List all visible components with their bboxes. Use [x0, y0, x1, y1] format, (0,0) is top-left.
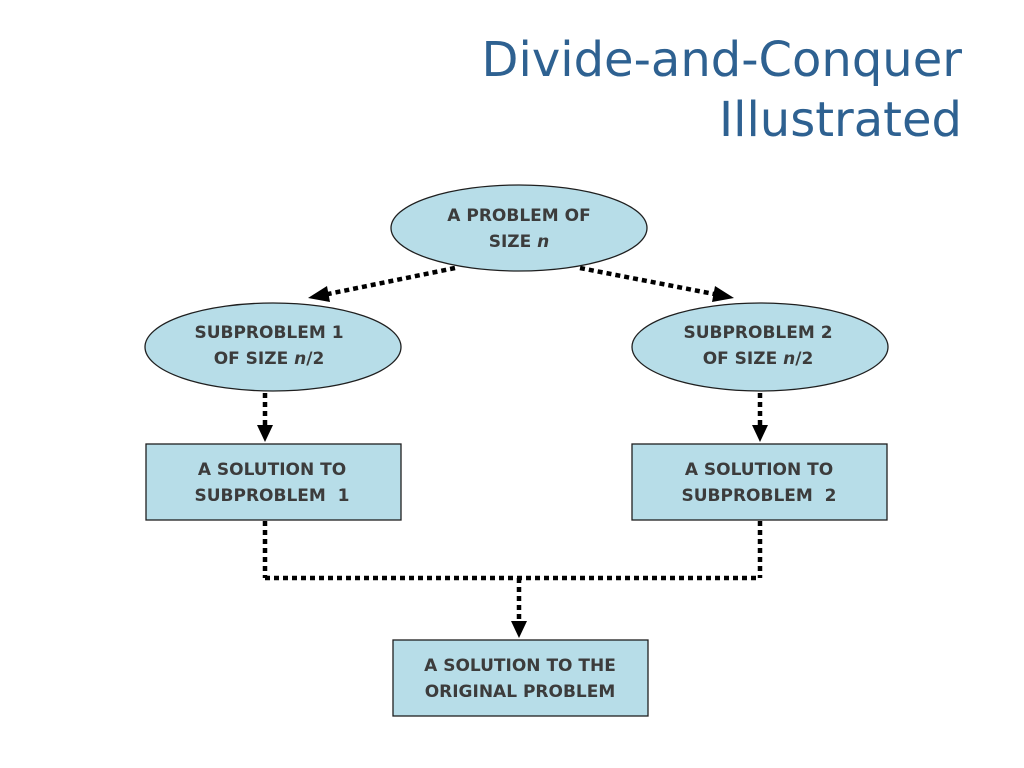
node-subproblem-2-line-2-prefix: OF SIZE [703, 349, 783, 369]
node-subproblem-1-line-2-suffix: /2 [306, 349, 324, 369]
arrowhead-final [511, 621, 527, 638]
arrowhead-sub1 [308, 286, 330, 302]
node-subproblem-2-label-2: OF SIZE n/2 [703, 349, 814, 369]
slide-title: Divide-and-Conquer Illustrated [262, 30, 962, 150]
node-original-solution: A SOLUTION TO THE ORIGINAL PROBLEM [392, 639, 649, 717]
node-original-solution-line-2: ORIGINAL PROBLEM [425, 682, 616, 702]
node-subproblem-2-label: SUBPROBLEM 2 [683, 323, 832, 343]
node-solution-2-line-2: SUBPROBLEM 2 [682, 486, 837, 506]
node-original-solution-label-2: ORIGINAL PROBLEM [425, 682, 616, 702]
node-subproblem-1-shape [144, 302, 402, 392]
node-subproblem-1: SUBPROBLEM 1 OF SIZE n/2 [144, 302, 402, 392]
node-original-solution-label: A SOLUTION TO THE [424, 656, 616, 676]
connector-root-to-sub2 [579, 265, 715, 297]
node-subproblem-2-line-2-suffix: /2 [795, 349, 813, 369]
node-problem-size-n-line-2-prefix: SIZE [489, 232, 537, 252]
connector-root-to-sub1 [327, 265, 456, 297]
node-solution-1-label-2: SUBPROBLEM 1 [195, 486, 350, 506]
node-problem-size-n-line-2-var: n [537, 232, 549, 252]
node-subproblem-1-line-1: SUBPROBLEM 1 [194, 323, 343, 343]
node-solution-2-label: A SOLUTION TO [685, 460, 833, 480]
node-solution-1-line-2: SUBPROBLEM 1 [195, 486, 350, 506]
node-original-solution-line-1: A SOLUTION TO THE [424, 656, 616, 676]
slide-title-line-2: Illustrated [718, 92, 962, 148]
node-original-solution-shape [392, 639, 649, 717]
slide-title-line-1: Divide-and-Conquer [481, 32, 962, 88]
node-subproblem-1-line-2-var: n [294, 349, 306, 369]
node-problem-size-n: A PROBLEM OF SIZE n [390, 184, 648, 272]
node-solution-1-shape [145, 443, 402, 521]
node-solution-2-shape [631, 443, 888, 521]
node-problem-size-n-shape [390, 184, 648, 272]
node-problem-size-n-label-2: SIZE n [489, 232, 550, 252]
node-solution-1-line-1: A SOLUTION TO [198, 460, 346, 480]
node-solution-2-label-2: SUBPROBLEM 2 [682, 486, 837, 506]
node-solution-2-line-1: A SOLUTION TO [685, 460, 833, 480]
node-subproblem-2-shape [631, 302, 889, 392]
node-subproblem-2-line-1: SUBPROBLEM 2 [683, 323, 832, 343]
node-solution-1: A SOLUTION TO SUBPROBLEM 1 [145, 443, 402, 521]
arrowhead-sub2 [712, 286, 734, 302]
node-problem-size-n-line-1: A PROBLEM OF [447, 206, 590, 226]
node-subproblem-1-label: SUBPROBLEM 1 [194, 323, 343, 343]
node-solution-1-label: A SOLUTION TO [198, 460, 346, 480]
arrowhead-sol1 [257, 425, 273, 442]
node-subproblem-1-label-2: OF SIZE n/2 [214, 349, 325, 369]
node-solution-2: A SOLUTION TO SUBPROBLEM 2 [631, 443, 888, 521]
connectors [257, 265, 768, 638]
node-problem-size-n-label: A PROBLEM OF [447, 206, 590, 226]
node-subproblem-1-line-2-prefix: OF SIZE [214, 349, 294, 369]
node-subproblem-2-line-2-var: n [783, 349, 795, 369]
arrowhead-sol2 [752, 425, 768, 442]
node-subproblem-2: SUBPROBLEM 2 OF SIZE n/2 [631, 302, 889, 392]
